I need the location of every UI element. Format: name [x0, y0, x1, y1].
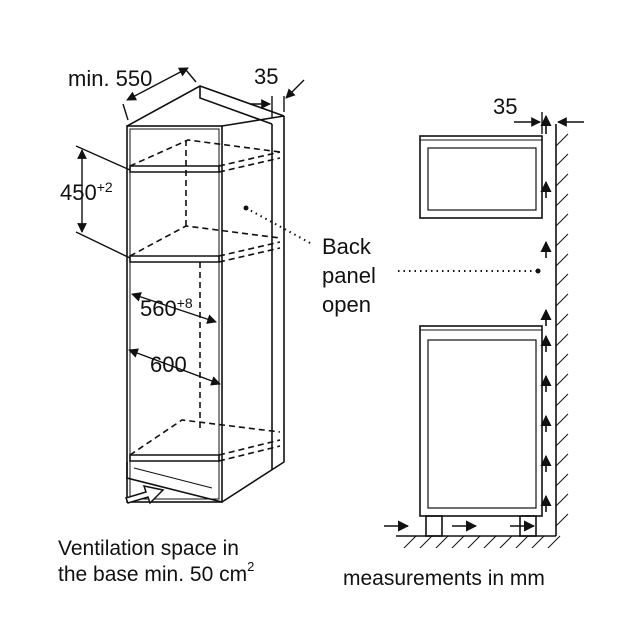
- back-panel-leaders: [245, 207, 538, 272]
- label-560-value: 560: [140, 296, 177, 321]
- ventilation-caption-sup: 2: [247, 559, 255, 575]
- label-450: 450+2: [60, 179, 113, 205]
- ventilation-arrow-icon: [124, 484, 165, 505]
- dim-450: [75, 145, 131, 259]
- label-450-tolerance: +2: [96, 179, 113, 195]
- label-top-35: 35: [254, 64, 279, 89]
- label-560-tolerance: +8: [176, 295, 193, 311]
- ventilation-caption-line1: Ventilation space in: [58, 537, 239, 560]
- leader-dot-left: [243, 205, 249, 211]
- dim-600-line: [128, 348, 221, 386]
- floor-hatching: [403, 535, 561, 549]
- ventilation-caption-text: the base min. 50 cm: [58, 563, 248, 587]
- wall-hatching: [555, 133, 569, 527]
- label-wall-35: 35: [493, 94, 518, 119]
- label-600: 600: [150, 352, 187, 377]
- units-caption: measurements in mm: [343, 567, 545, 590]
- dim-560-line: [131, 292, 217, 324]
- label-560: 560+8: [140, 295, 193, 321]
- dim-top-35: [250, 79, 305, 118]
- ventilation-caption: Ventilation space in the base min. 50 cm…: [58, 536, 254, 589]
- dim-wall-35: [514, 112, 584, 134]
- back-panel-line1: Back: [322, 234, 371, 259]
- dim-min-550: [122, 67, 197, 121]
- side-section-drawing: [396, 124, 557, 537]
- label-min-550: min. 550: [68, 66, 153, 91]
- back-panel-line2: panel: [322, 263, 376, 288]
- cabinet-drawing: [126, 85, 285, 503]
- back-panel-label: Back panel open: [322, 232, 376, 319]
- back-panel-line3: open: [322, 292, 371, 317]
- label-450-value: 450: [60, 180, 97, 205]
- ventilation-caption-line2: the base min. 50 cm2: [58, 559, 255, 588]
- airflow-arrows: [384, 114, 552, 532]
- leader-dot-right: [535, 268, 541, 274]
